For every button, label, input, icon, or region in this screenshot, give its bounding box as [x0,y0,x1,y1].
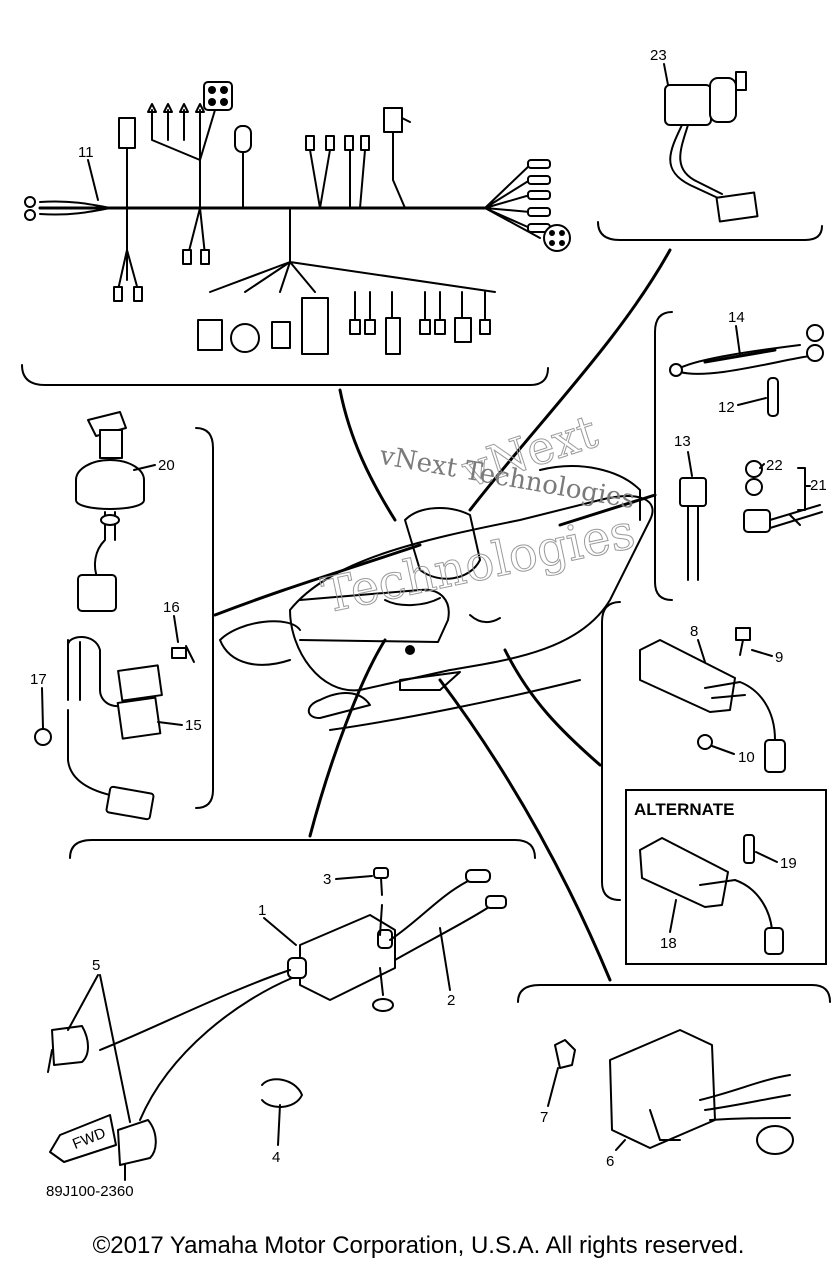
part-23-switch [664,71,759,223]
group-brackets [21,221,831,1003]
part-15-relay [34,636,195,821]
diagram-code: 89J100-2360 [46,1183,134,1200]
callout-10: 10 [738,749,755,766]
callout-16: 16 [163,599,180,616]
wiring-diagram: 11 23 20 16 17 15 14 12 13 22 21 8 9 10 … [21,47,831,1200]
callout-23: 23 [650,47,667,64]
callout-11: 11 [78,144,94,161]
snowmobile [219,465,654,731]
callout-14: 14 [728,309,745,326]
callout-2: 2 [447,992,455,1009]
callout-21: 21 [810,477,827,494]
callout-15: 15 [185,717,202,734]
callout-1: 1 [258,902,266,919]
copyright-notice: ©2017 Yamaha Motor Corporation, U.S.A. A… [92,1232,745,1259]
callout-7: 7 [540,1109,548,1126]
ignition-coil-group [47,867,507,1181]
callout-22: 22 [766,457,783,474]
alternate-box [625,789,827,965]
part-20-ignition-switch [75,411,145,612]
callout-6: 6 [606,1153,614,1170]
callout-5: 5 [92,957,100,974]
parts-12-14-21-22 [669,324,824,581]
alternate-label: ALTERNATE [634,800,734,819]
callout-19: 19 [780,855,797,872]
callout-12: 12 [718,399,735,416]
callout-4: 4 [272,1149,280,1166]
callout-18: 18 [660,935,677,952]
parts-8-10 [639,627,786,773]
callout-3: 3 [323,871,331,888]
callout-9: 9 [775,649,783,666]
callout-13: 13 [674,433,691,450]
callout-17: 17 [30,671,47,688]
callout-20: 20 [158,457,175,474]
callout-8: 8 [690,623,698,640]
part-6-cdi [554,1029,794,1155]
leader-lines [213,248,672,982]
wire-harness [24,81,571,355]
